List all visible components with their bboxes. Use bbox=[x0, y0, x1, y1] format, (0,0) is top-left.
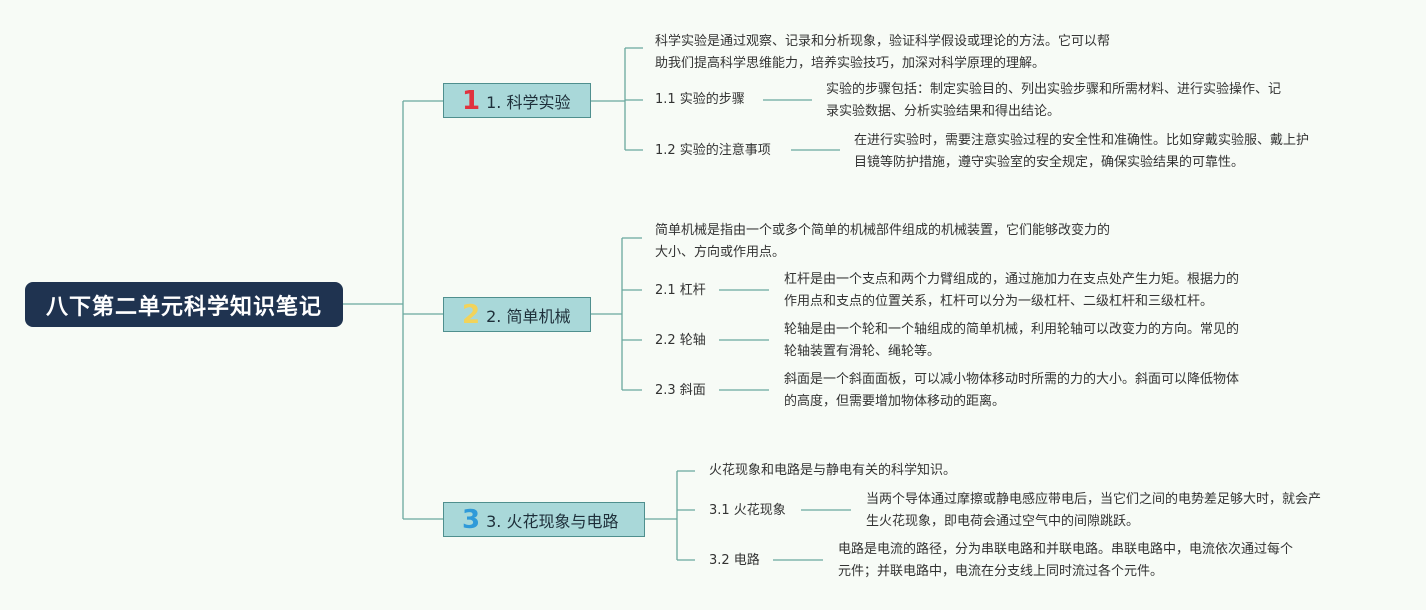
subtopic-text-3-2: 电路是电流的路径，分为串联电路和并联电路。串联电路中，电流依次通过每个 元件；并… bbox=[838, 542, 1294, 579]
subtopic-text-2-3: 斜面是一个斜面面板，可以减小物体移动时所需的力的大小。斜面可以降低物体 的高度，… bbox=[784, 372, 1240, 409]
number-one-icon: 1 bbox=[462, 85, 481, 116]
branch-label-3: 3. 火花现象与电路 bbox=[486, 511, 619, 531]
branch-label-1: 1. 科学实验 bbox=[486, 92, 571, 112]
subtopic-label-2-2[interactable]: 2.2 轮轴 bbox=[655, 333, 706, 348]
subtopic-label-3-2[interactable]: 3.2 电路 bbox=[709, 553, 760, 568]
subtopic-text-2-2: 轮轴是由一个轮和一个轴组成的简单机械，利用轮轴可以改变力的方向。常见的 轮轴装置… bbox=[784, 322, 1240, 359]
branch-intro-1: 科学实验是通过观察、记录和分析现象，验证科学假设或理论的方法。它可以帮 助我们提… bbox=[655, 34, 1111, 71]
subtopic-text-2-1: 杠杆是由一个支点和两个力臂组成的，通过施加力在支点处产生力矩。根据力的 作用点和… bbox=[784, 272, 1240, 309]
subtopic-label-1-2[interactable]: 1.2 实验的注意事项 bbox=[655, 143, 771, 158]
subtopic-label-3-1[interactable]: 3.1 火花现象 bbox=[709, 503, 786, 518]
branch-node-1[interactable]: 1 1. 科学实验 bbox=[443, 83, 591, 118]
subtopic-label-2-3[interactable]: 2.3 斜面 bbox=[655, 383, 706, 398]
subtopic-text-1-2: 在进行实验时，需要注意实验过程的安全性和准确性。比如穿戴实验服、戴上护 目镜等防… bbox=[854, 133, 1310, 170]
subtopic-label-1-1[interactable]: 1.1 实验的步骤 bbox=[655, 92, 745, 107]
number-three-icon: 3 bbox=[462, 504, 481, 535]
number-two-icon: 2 bbox=[462, 299, 481, 330]
branch-node-2[interactable]: 2 2. 简单机械 bbox=[443, 297, 591, 332]
subtopic-text-1-1: 实验的步骤包括：制定实验目的、列出实验步骤和所需材料、进行实验操作、记 录实验数… bbox=[826, 82, 1282, 119]
root-title: 八下第二单元科学知识笔记 bbox=[45, 294, 322, 320]
branch-label-2: 2. 简单机械 bbox=[486, 306, 571, 326]
root-node[interactable]: 八下第二单元科学知识笔记 bbox=[25, 282, 343, 327]
branch-node-3[interactable]: 3 3. 火花现象与电路 bbox=[443, 502, 645, 537]
branch-intro-3: 火花现象和电路是与静电有关的科学知识。 bbox=[709, 463, 957, 478]
subtopic-text-3-1: 当两个导体通过摩擦或静电感应带电后，当它们之间的电势差足够大时，就会产 生火花现… bbox=[866, 492, 1322, 529]
subtopic-label-2-1[interactable]: 2.1 杠杆 bbox=[655, 283, 706, 298]
branch-intro-2: 简单机械是指由一个或多个简单的机械部件组成的机械装置，它们能够改变力的 大小、方… bbox=[655, 223, 1111, 260]
